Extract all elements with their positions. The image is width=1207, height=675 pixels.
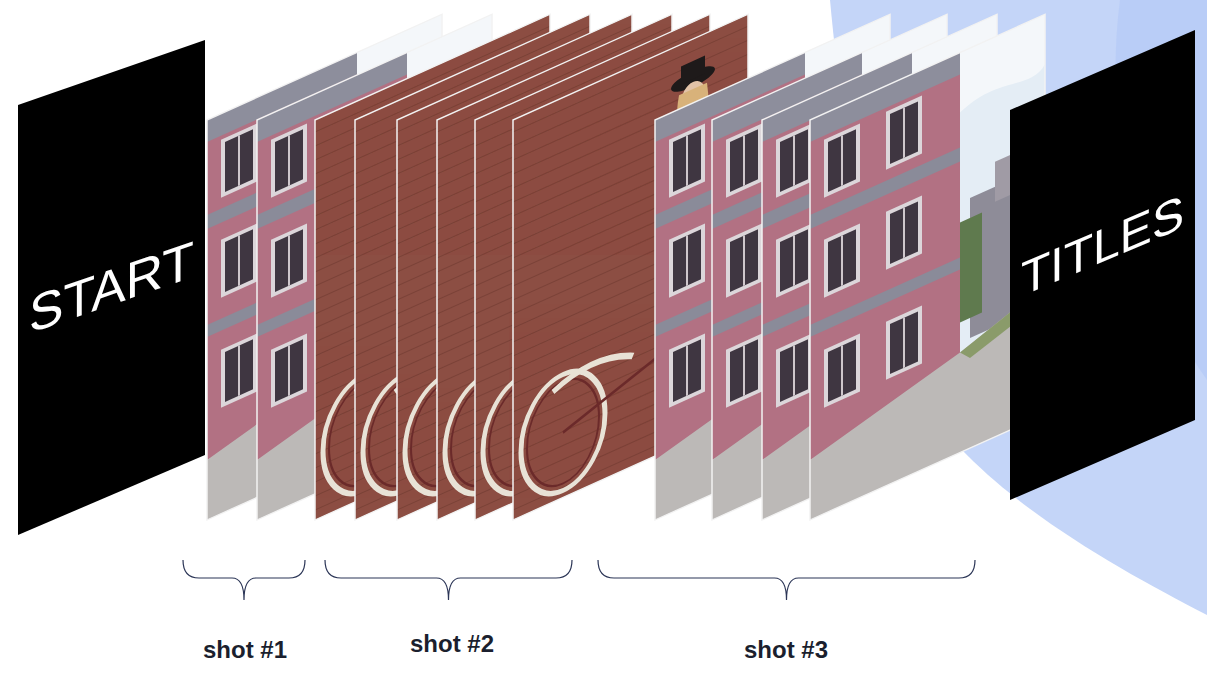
card-title: TITLES: [1021, 186, 1184, 303]
film-frame: [810, 14, 1045, 520]
title-card: START: [18, 40, 205, 535]
curly-bracket: [325, 560, 572, 600]
curly-bracket: [598, 560, 975, 600]
shot-label: shot #1: [203, 636, 287, 664]
card-text-area: TITLES: [1010, 10, 1195, 480]
card-shape: [18, 40, 205, 535]
curly-bracket: [183, 560, 305, 600]
title-card: TITLES: [1010, 30, 1195, 500]
shot-label: shot #3: [744, 636, 828, 664]
card-text-area: START: [18, 40, 205, 535]
card-title: START: [29, 233, 194, 342]
film-frames: [207, 14, 1045, 520]
shot-label: shot #2: [410, 630, 494, 658]
card-shape: [1010, 30, 1195, 500]
